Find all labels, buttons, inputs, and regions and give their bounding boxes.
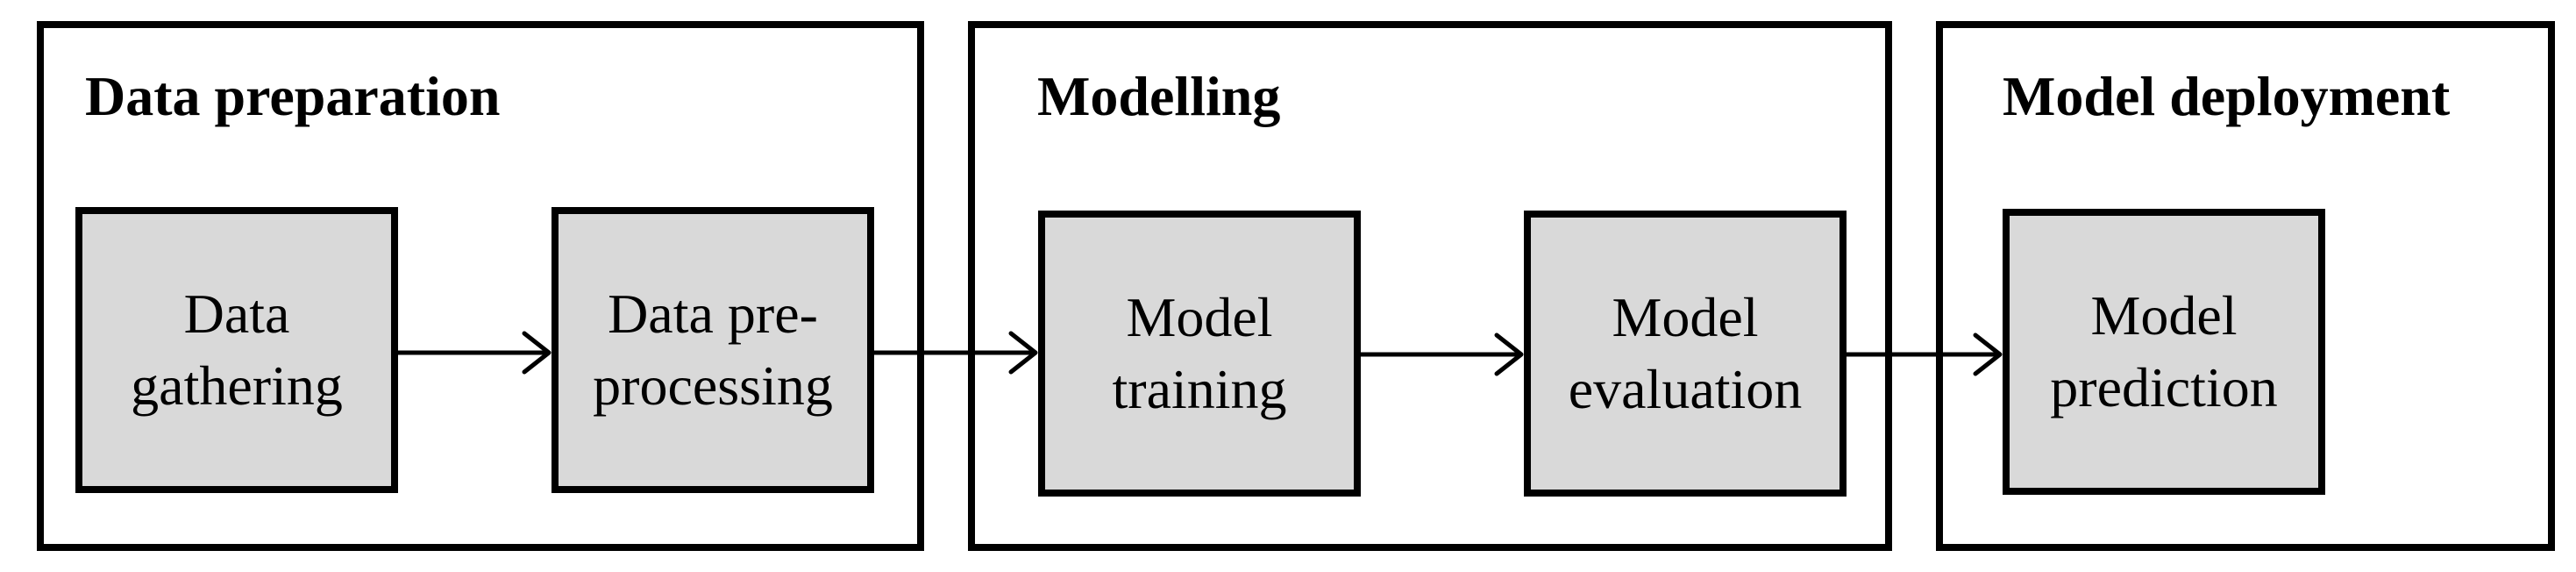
stage-title-model-deployment: Model deployment (2003, 65, 2451, 127)
step-model-training: Model training (1038, 211, 1361, 497)
step-model-prediction-line1: Model (2090, 284, 2238, 347)
step-model-evaluation-line2: evaluation (1568, 358, 1803, 420)
step-model-training-line1: Model (1126, 286, 1273, 348)
step-model-training-line2: training (1112, 358, 1287, 420)
step-model-evaluation-line1: Model (1612, 286, 1759, 348)
step-data-preprocessing: Data pre- processing (551, 207, 874, 493)
step-data-preprocessing-line2: processing (593, 354, 833, 417)
step-model-evaluation: Model evaluation (1524, 211, 1847, 497)
step-data-gathering: Data gathering (75, 207, 398, 493)
step-data-gathering-line1: Data (183, 282, 290, 345)
step-data-preprocessing-line1: Data pre- (608, 282, 818, 345)
step-model-prediction: Model prediction (2003, 209, 2325, 495)
stage-title-data-preparation: Data preparation (85, 65, 501, 127)
stage-title-modelling: Modelling (1037, 65, 1281, 127)
step-model-prediction-line2: prediction (2050, 356, 2278, 418)
step-data-gathering-line2: gathering (131, 354, 343, 417)
